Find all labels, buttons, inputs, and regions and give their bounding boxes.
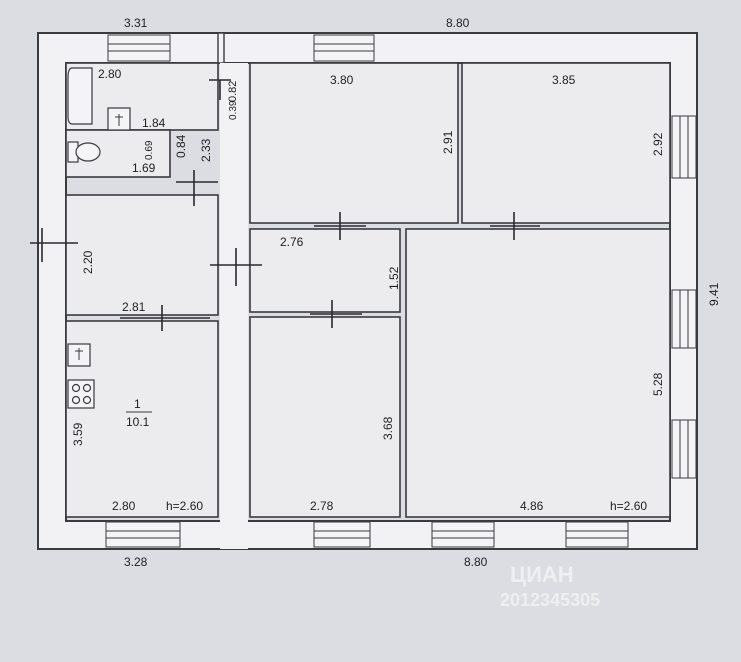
toilet-icon <box>67 141 101 163</box>
corridor <box>249 228 401 313</box>
dim-bath-small-b: 0.39 <box>228 100 239 120</box>
dim-room-mid-depth: 3.68 <box>381 416 395 440</box>
dim-big-room-depth: 5.28 <box>651 372 665 396</box>
dim-room-mid-width: 2.78 <box>310 499 334 513</box>
window-bottom-3 <box>431 521 495 548</box>
stove-icon <box>67 379 95 409</box>
dim-room-top-right-width: 3.85 <box>552 73 576 87</box>
kitchen <box>65 320 219 518</box>
door-marks <box>30 79 540 331</box>
dim-room-top-mid-depth: 2.91 <box>441 130 455 154</box>
window-bottom-1 <box>105 521 181 548</box>
watermark-id: 2012345305 <box>500 590 600 610</box>
dim-bath-depth: 2.33 <box>199 138 213 162</box>
side-corridor <box>220 63 248 549</box>
dim-toilet-depth: 0.84 <box>174 134 188 158</box>
dim-hall-depth: 2.20 <box>81 250 95 274</box>
window-right-1 <box>671 115 697 179</box>
kitchen-ceiling-height: h=2.60 <box>166 499 203 513</box>
room-mid <box>249 316 401 518</box>
room-top-right <box>461 62 671 224</box>
dim-room-top-right-depth: 2.92 <box>651 132 665 156</box>
kitchen-number: 1 <box>134 397 141 411</box>
big-room-ceiling-height: h=2.60 <box>610 499 647 513</box>
room-top-mid <box>249 62 459 224</box>
dim-corridor-width: 2.76 <box>280 235 304 249</box>
dim-kitchen-depth: 3.59 <box>71 422 85 446</box>
dim-bathroom-width: 2.80 <box>98 67 122 81</box>
window-right-3 <box>671 419 697 479</box>
dim-corridor-depth: 1.52 <box>387 266 401 290</box>
kitchen-area: 10.1 <box>126 415 150 429</box>
dim-hall-width: 2.81 <box>122 300 146 314</box>
window-right-2 <box>671 289 697 349</box>
big-room <box>405 228 671 518</box>
kitchen-sink-icon <box>67 343 91 367</box>
watermark-brand: ЦИАН <box>510 562 574 587</box>
dim-top-left-width: 3.31 <box>124 16 148 30</box>
outer-wall-notch <box>217 32 225 64</box>
dim-kitchen-width: 2.80 <box>112 499 136 513</box>
dim-big-room-width: 4.86 <box>520 499 544 513</box>
dim-top-total-width: 8.80 <box>446 16 470 30</box>
dim-bath-small-a: 0.82 <box>227 81 239 102</box>
sink-icon <box>107 107 131 131</box>
dim-room-top-mid-width: 3.80 <box>330 73 354 87</box>
window-bottom-4 <box>565 521 629 548</box>
dim-toilet-small-a: 0.69 <box>144 140 155 160</box>
window-bottom-2 <box>313 521 371 548</box>
dim-bottom-total-width: 8.80 <box>464 555 488 569</box>
dim-bottom-left-width: 3.28 <box>124 555 148 569</box>
window-top-left <box>107 34 171 62</box>
dim-toilet-width: 1.84 <box>142 116 166 130</box>
dim-right-total-depth: 9.41 <box>707 282 721 306</box>
dim-toilet-small-b: 1.69 <box>132 161 156 175</box>
bathtub-icon <box>67 67 93 125</box>
window-top-mid <box>313 34 375 62</box>
hall <box>65 194 219 316</box>
